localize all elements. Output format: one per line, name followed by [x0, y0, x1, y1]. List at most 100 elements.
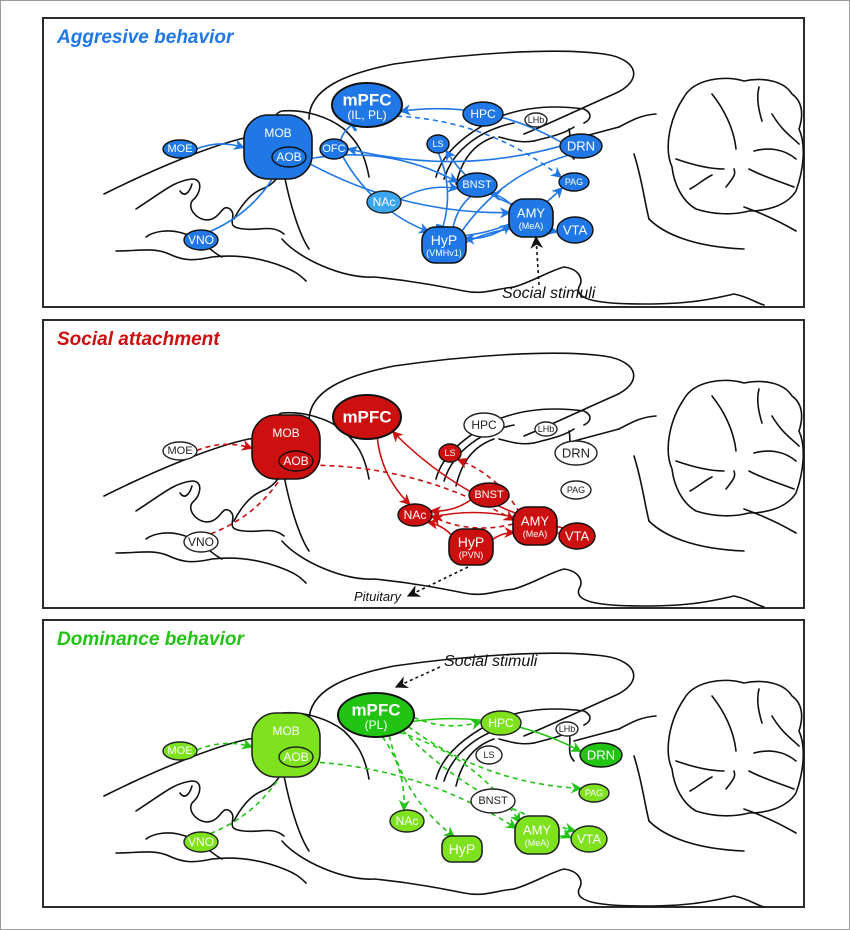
brain-contour [179, 183, 193, 195]
annotation-arrow [406, 566, 469, 597]
brain-contour [573, 428, 620, 442]
region-nac: NAc [397, 503, 433, 527]
region-shape [560, 480, 592, 500]
connection-bnst-to-hyp [445, 195, 472, 232]
region-shape [463, 412, 505, 438]
region-label: MOB [264, 126, 291, 140]
region-mpfc: mPFC(PL) [337, 692, 415, 738]
region-label: mPFC [342, 408, 391, 427]
region-label: BNST [474, 489, 504, 501]
brain-contour [135, 480, 285, 537]
region-shape [271, 146, 307, 168]
brain-contour [667, 77, 805, 215]
annotation: Pituitary [354, 566, 469, 604]
region-label: PAG [567, 485, 585, 495]
region-vta: VTA [556, 216, 594, 244]
region-shape [514, 815, 560, 855]
brain-contour [689, 776, 713, 792]
region-vta: VTA [570, 825, 608, 853]
connection-moe-to-mob [196, 738, 254, 751]
region-shape [162, 139, 198, 159]
brain-contour [179, 785, 193, 797]
region-shape [554, 440, 598, 466]
region-shape [183, 831, 219, 853]
brain-contour [135, 780, 285, 837]
region-label: DRN [567, 139, 595, 154]
brain-contour [283, 475, 310, 552]
region-shape [475, 745, 503, 765]
brain-contour [633, 153, 650, 220]
region-label: VNO [188, 835, 214, 849]
region-label: LS [483, 750, 494, 760]
brain-contour [115, 851, 307, 884]
region-drn: DRN [554, 440, 598, 466]
brain-contour [145, 230, 223, 258]
region-shape [462, 101, 504, 127]
brain-contour [667, 379, 805, 517]
panel-title: Dominance behavior [57, 629, 244, 650]
brain-contour [308, 652, 635, 737]
brain-contour [748, 168, 795, 188]
panel-title: Aggresive behavior [57, 27, 234, 48]
brain-contour [748, 770, 795, 790]
region-moe: MOE [162, 441, 198, 461]
brain-contour [373, 276, 515, 294]
region-shape [183, 229, 219, 251]
brain-outline [103, 652, 805, 908]
brain-contour [753, 750, 797, 762]
region-sublabel: (IL, PL) [347, 108, 386, 122]
region-vta: VTA [558, 522, 596, 550]
brain-contour [573, 728, 620, 742]
connection-mpfc-to-nac [381, 736, 411, 812]
region-shape [468, 482, 510, 508]
region-bnst: BNST [456, 172, 498, 198]
brain-contour [513, 568, 765, 608]
connection-bnst-to-nac [429, 499, 472, 518]
region-sublabel: (MeA) [523, 529, 548, 539]
region-shape [438, 443, 462, 463]
region-label: LS [444, 448, 455, 458]
connection-hyp-to-nac [426, 518, 454, 538]
region-label: mPFC [342, 91, 391, 110]
brain-contour [498, 438, 535, 445]
brain-contour [648, 218, 745, 250]
region-shape [556, 216, 594, 244]
brain-contour [771, 715, 800, 747]
brain-contour [748, 470, 795, 490]
brain-contour [725, 770, 736, 790]
region-shape [555, 721, 579, 737]
brain-contour [281, 840, 375, 880]
brain-contour [281, 238, 375, 278]
brain-contour [115, 551, 307, 584]
brain-contour [711, 93, 737, 150]
region-hyp: HyP(VMHv1) [421, 226, 467, 264]
region-shape [183, 531, 219, 553]
region-label: AMY [521, 514, 550, 529]
region-label: PAG [565, 177, 583, 187]
brain-contour [373, 578, 515, 596]
region-label: VNO [188, 233, 214, 247]
region-label: HyP [431, 232, 457, 248]
region-label: LHb [528, 115, 545, 125]
region-shape [512, 506, 558, 546]
brain-contour [115, 249, 307, 282]
region-amy: AMY(MeA) [512, 506, 558, 546]
brain-contour [513, 266, 765, 306]
region-hpc: HPC [462, 101, 504, 127]
brain-contour [743, 808, 797, 834]
brain-contour [743, 206, 797, 232]
region-label: DRN [587, 748, 615, 763]
region-moe: MOE [162, 139, 198, 159]
region-label: VTA [577, 832, 602, 847]
region-label: HyP [449, 841, 475, 857]
panel-title: Social attachment [57, 329, 220, 350]
region-amy: AMY(MeA) [514, 815, 560, 855]
brain-contour [435, 106, 591, 178]
region-shape [332, 394, 402, 440]
region-label: OFC [322, 143, 345, 155]
region-label: AOB [283, 750, 308, 764]
region-shape [558, 522, 596, 550]
